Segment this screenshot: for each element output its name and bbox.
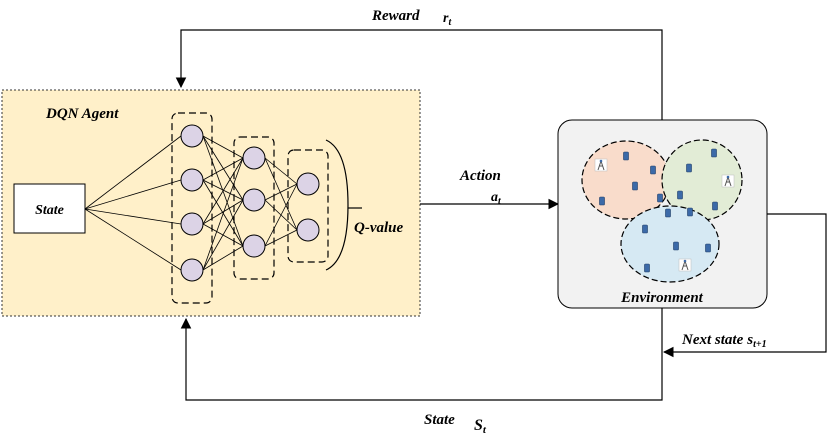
action-var: at	[491, 190, 502, 207]
neuron	[296, 218, 320, 242]
phone-icon	[705, 243, 711, 253]
phone-icon	[712, 201, 718, 211]
hidden-connection	[264, 229, 298, 247]
neuron	[242, 146, 266, 170]
phone-icon	[677, 190, 683, 200]
hidden-connection	[264, 157, 298, 185]
state-box	[13, 183, 86, 234]
cluster-3	[620, 205, 720, 283]
neuron	[180, 258, 204, 282]
state-bottom-var: St	[474, 417, 487, 436]
neuron	[180, 168, 204, 192]
action-var-sub: t	[498, 196, 502, 207]
environment-devices	[594, 148, 735, 273]
neuron	[242, 234, 266, 258]
reward-var-letter: r	[443, 11, 449, 26]
neuron	[180, 124, 204, 148]
input-connection	[84, 208, 182, 271]
reward-label: Reward	[371, 8, 420, 24]
hidden-connection	[264, 157, 298, 231]
input-connection	[84, 135, 182, 210]
hidden-connection	[264, 183, 298, 247]
state-box-label: State	[35, 203, 64, 218]
neuron	[180, 212, 204, 236]
neuron	[242, 188, 266, 212]
environment-label: Environment	[620, 290, 704, 306]
next-state-sub: t+1	[753, 339, 766, 350]
hidden-connection	[264, 183, 298, 201]
hidden-connection	[202, 135, 244, 159]
phone-icon	[711, 148, 717, 158]
network-connections	[84, 135, 298, 271]
state-arrow	[180, 308, 663, 401]
q-value-label: Q-value	[354, 220, 403, 236]
action-var-letter: a	[491, 190, 498, 205]
state-bottom-letter: S	[474, 417, 483, 434]
state-bottom-label: State	[424, 412, 455, 428]
hidden-connection	[202, 157, 244, 225]
phone-icon	[632, 181, 638, 191]
next-state-letter: s	[746, 332, 753, 348]
layer-1-box	[171, 112, 213, 304]
cluster-2	[661, 139, 743, 221]
hidden-connection	[202, 199, 244, 271]
base-station-icon	[678, 258, 692, 272]
phone-icon	[650, 165, 656, 175]
reward-arrow	[175, 29, 663, 120]
base-station-icon	[721, 174, 735, 188]
network-neurons	[180, 124, 320, 282]
agent-title: DQN Agent	[45, 106, 119, 122]
phone-icon	[686, 163, 692, 173]
phone-icon	[644, 263, 650, 273]
next-state-arrow	[662, 213, 827, 358]
phone-icon	[673, 241, 679, 251]
q-value-bracket	[325, 139, 349, 271]
next-state-text: Next state	[681, 332, 744, 348]
action-label: Action	[459, 168, 501, 184]
layer-3-box	[287, 149, 329, 263]
reward-var-sub: t	[448, 17, 452, 28]
base-station-icon	[594, 158, 608, 172]
hidden-connection	[202, 135, 244, 201]
input-connection	[84, 208, 182, 225]
hidden-connection	[202, 199, 244, 225]
phone-icon	[665, 208, 671, 218]
state-bottom-sub: t	[483, 424, 487, 436]
phone-icon	[623, 151, 629, 161]
hidden-connection	[202, 157, 244, 181]
phone-icon	[642, 224, 648, 234]
phone-icon	[687, 207, 693, 217]
input-connection	[84, 179, 182, 210]
phone-icon	[599, 196, 605, 206]
phone-icon	[657, 193, 663, 203]
hidden-connection	[202, 157, 244, 271]
hidden-connection	[202, 179, 244, 201]
hidden-connection	[202, 245, 244, 271]
reward-var: rt	[443, 11, 452, 28]
neuron	[296, 172, 320, 196]
